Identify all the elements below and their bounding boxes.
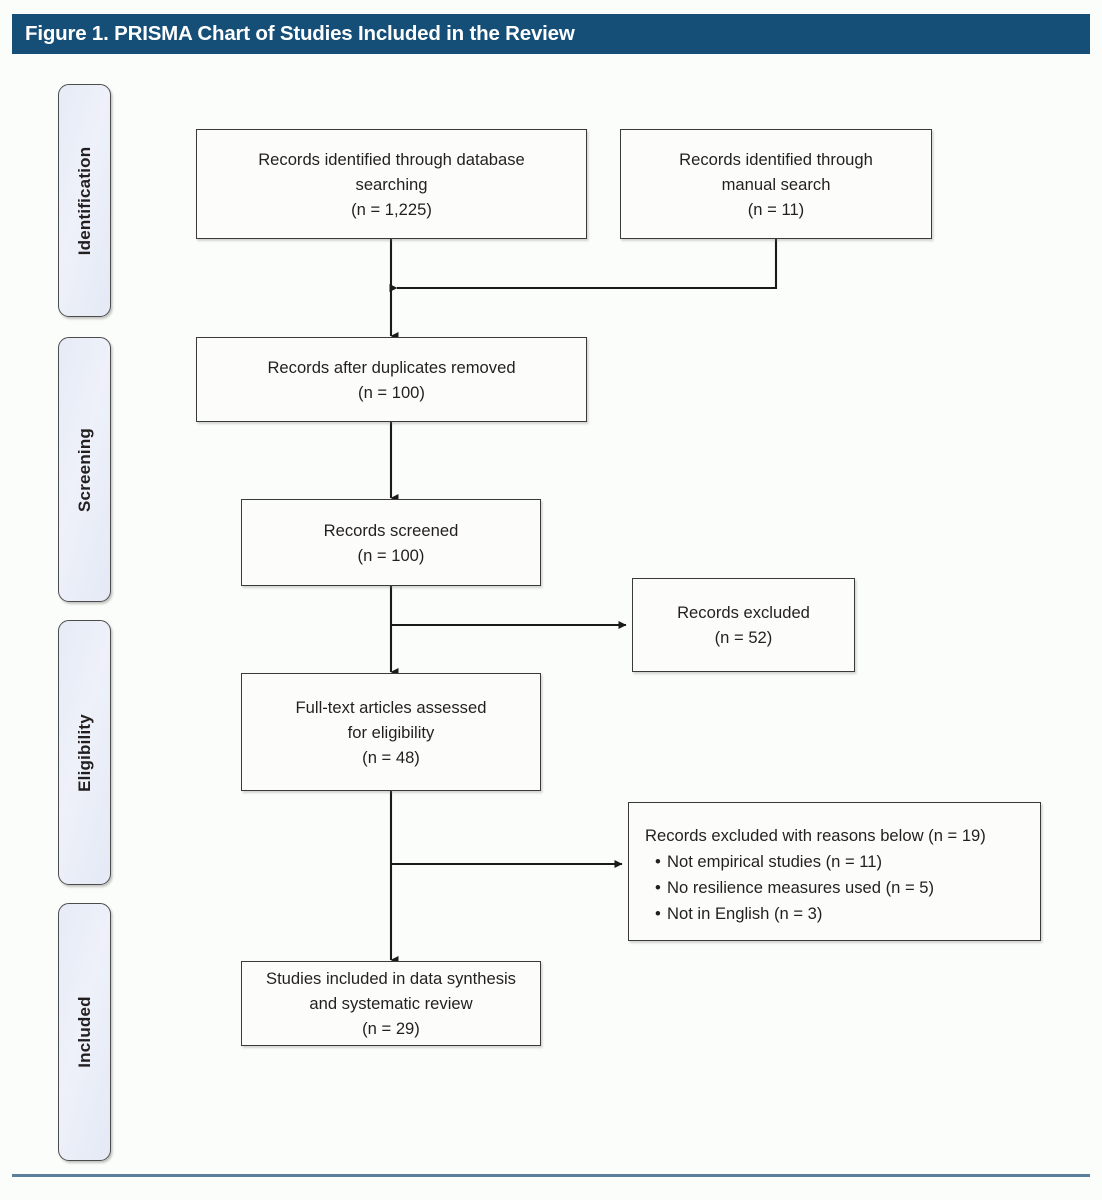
box-records-excluded: Records excluded (n = 52) <box>632 578 855 672</box>
box-records-excluded-with-reasons: Records excluded with reasons below (n =… <box>628 802 1041 941</box>
box-text-database-searching: Records identified through database sear… <box>258 149 525 219</box>
box-fulltext-articles-assessed: Full-text articles assessed for eligibil… <box>241 673 541 791</box>
box-records-after-duplicates-removed: Records after duplicates removed (n = 10… <box>196 337 587 422</box>
stage-pill-included: Included <box>58 903 111 1161</box>
stage-label-included: Included <box>74 996 94 1068</box>
stage-pill-identification: Identification <box>58 84 111 317</box>
box-records-identified-database: Records identified through database sear… <box>196 129 587 239</box>
box-text-manual-search: Records identified through manual search… <box>679 149 873 219</box>
figure-bottom-rule <box>12 1174 1090 1177</box>
stage-label-identification: Identification <box>74 146 94 255</box>
box-text-fulltext-assessed: Full-text articles assessed for eligibil… <box>295 697 487 767</box>
box-text-studies-included: Studies included in data synthesis and s… <box>266 969 516 1038</box>
stage-label-screening: Screening <box>74 427 94 512</box>
excluded-reason-item: Not empirical studies (n = 11) <box>645 849 986 875</box>
edge-manual-to-trunk <box>389 239 778 292</box>
page-title: Figure 1. PRISMA Chart of Studies Includ… <box>25 22 575 45</box>
stage-pill-eligibility: Eligibility <box>58 620 111 885</box>
box-text-records-screened: Records screened (n = 100) <box>323 520 459 565</box>
figure-title-bar: Figure 1. PRISMA Chart of Studies Includ… <box>12 14 1090 54</box>
box-text-records-excluded: Records excluded (n = 52) <box>677 603 810 647</box>
box-records-identified-manual: Records identified through manual search… <box>620 129 932 239</box>
box-records-screened: Records screened (n = 100) <box>241 499 541 586</box>
stage-pill-screening: Screening <box>58 337 111 602</box>
excluded-reasons-heading: Records excluded with reasons below (n =… <box>645 826 986 845</box>
box-studies-included: Studies included in data synthesis and s… <box>241 961 541 1046</box>
excluded-reason-item: No resilience measures used (n = 5) <box>645 875 986 901</box>
box-text-duplicates-removed: Records after duplicates removed (n = 10… <box>267 357 516 402</box>
excluded-reason-item: Not in English (n = 3) <box>645 901 986 927</box>
stage-label-eligibility: Eligibility <box>74 713 94 792</box>
excluded-reasons-list: Records excluded with reasons below (n =… <box>645 823 986 927</box>
